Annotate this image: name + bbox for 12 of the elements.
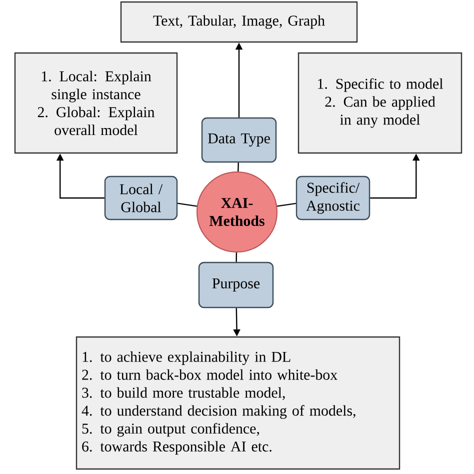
category-box: Purpose [198, 262, 274, 308]
connector-line [277, 202, 296, 207]
connector-line [236, 252, 238, 262]
connector-line [178, 202, 198, 207]
category-box: Local / Global [104, 176, 178, 220]
category-box: Data Type [201, 117, 277, 163]
category-box: Specific/ Agnostic [296, 176, 370, 220]
text-box: Text, Tabular, Image, Graph [120, 1, 358, 43]
text-box: 1. to achieve explainability in DL 2. to turn back-box model into white-box 3. to build more trustable model, 4. to understand decision making of models, 5. to gain output confidence, 6. towards Responsible AI etc. [76, 336, 400, 470]
connector-line [238, 162, 239, 172]
text-box: 1. Specific to model 2. Can be applied in any model [298, 52, 462, 154]
text-box: 1. Local: Explain single instance 2. Global: Explain overall model [14, 52, 178, 154]
